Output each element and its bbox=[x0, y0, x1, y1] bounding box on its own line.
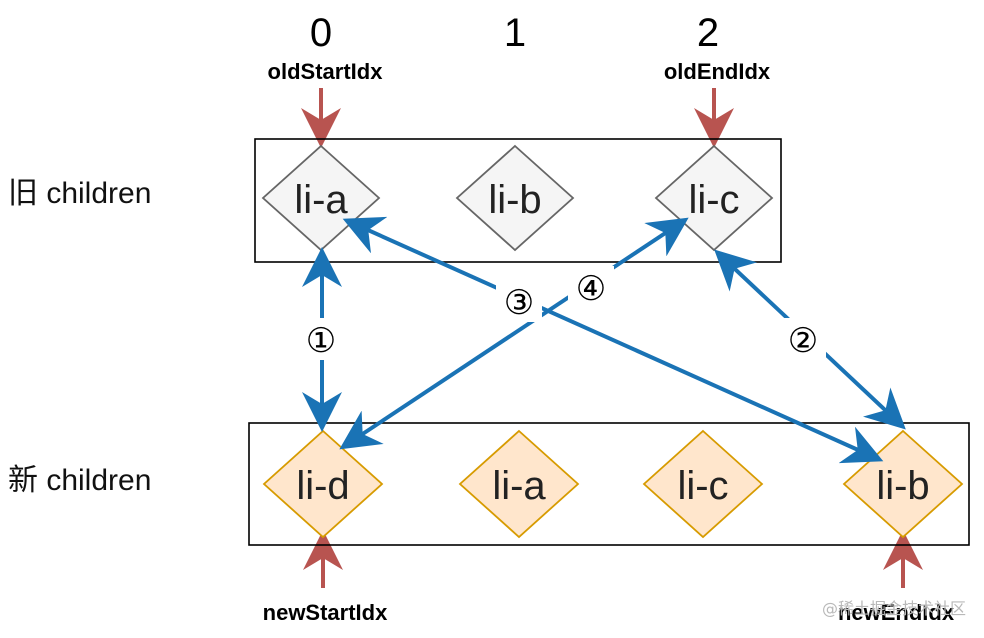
new-node-label: li-a bbox=[492, 464, 546, 508]
old-end-idx-label: oldEndIdx bbox=[664, 59, 771, 84]
old-start-idx-label: oldStartIdx bbox=[268, 59, 384, 84]
old-node-li-b: li-b bbox=[455, 144, 575, 252]
new-node-li-a: li-a bbox=[458, 429, 580, 539]
new-node-li-b: li-b bbox=[842, 429, 964, 539]
old-node-label: li-b bbox=[488, 178, 541, 222]
old-node-li-a: li-a bbox=[261, 144, 381, 252]
step-1-bg bbox=[298, 318, 344, 360]
step-4-marker: ④ bbox=[576, 269, 606, 309]
step-1-marker: ① bbox=[306, 321, 336, 361]
index-1: 1 bbox=[504, 11, 526, 55]
old-node-label: li-c bbox=[688, 178, 739, 222]
new-node-label: li-d bbox=[296, 464, 349, 508]
step-3-marker: ③ bbox=[504, 283, 534, 323]
index-0: 0 bbox=[310, 11, 332, 55]
step-2-marker: ② bbox=[788, 321, 818, 361]
new-children-label: 新 children bbox=[8, 464, 151, 497]
old-children-label: 旧 children bbox=[8, 177, 151, 210]
step-3-bg bbox=[496, 280, 542, 322]
new-node-label: li-b bbox=[876, 464, 929, 508]
compare-arrow-4 bbox=[339, 217, 689, 450]
new-start-idx-label: newStartIdx bbox=[263, 600, 388, 625]
new-end-idx-label: newEndIdx bbox=[838, 600, 955, 625]
watermark: @稀土掘金技术社区 bbox=[822, 599, 966, 618]
index-2: 2 bbox=[697, 11, 719, 55]
new-node-label: li-c bbox=[677, 464, 728, 508]
step-2-bg bbox=[780, 318, 826, 360]
new-node-li-d: li-d bbox=[262, 429, 384, 539]
old-node-label: li-a bbox=[294, 178, 348, 222]
step-4-bg bbox=[568, 266, 614, 308]
new-node-li-c: li-c bbox=[642, 429, 764, 539]
old-node-li-c: li-c bbox=[654, 144, 774, 252]
